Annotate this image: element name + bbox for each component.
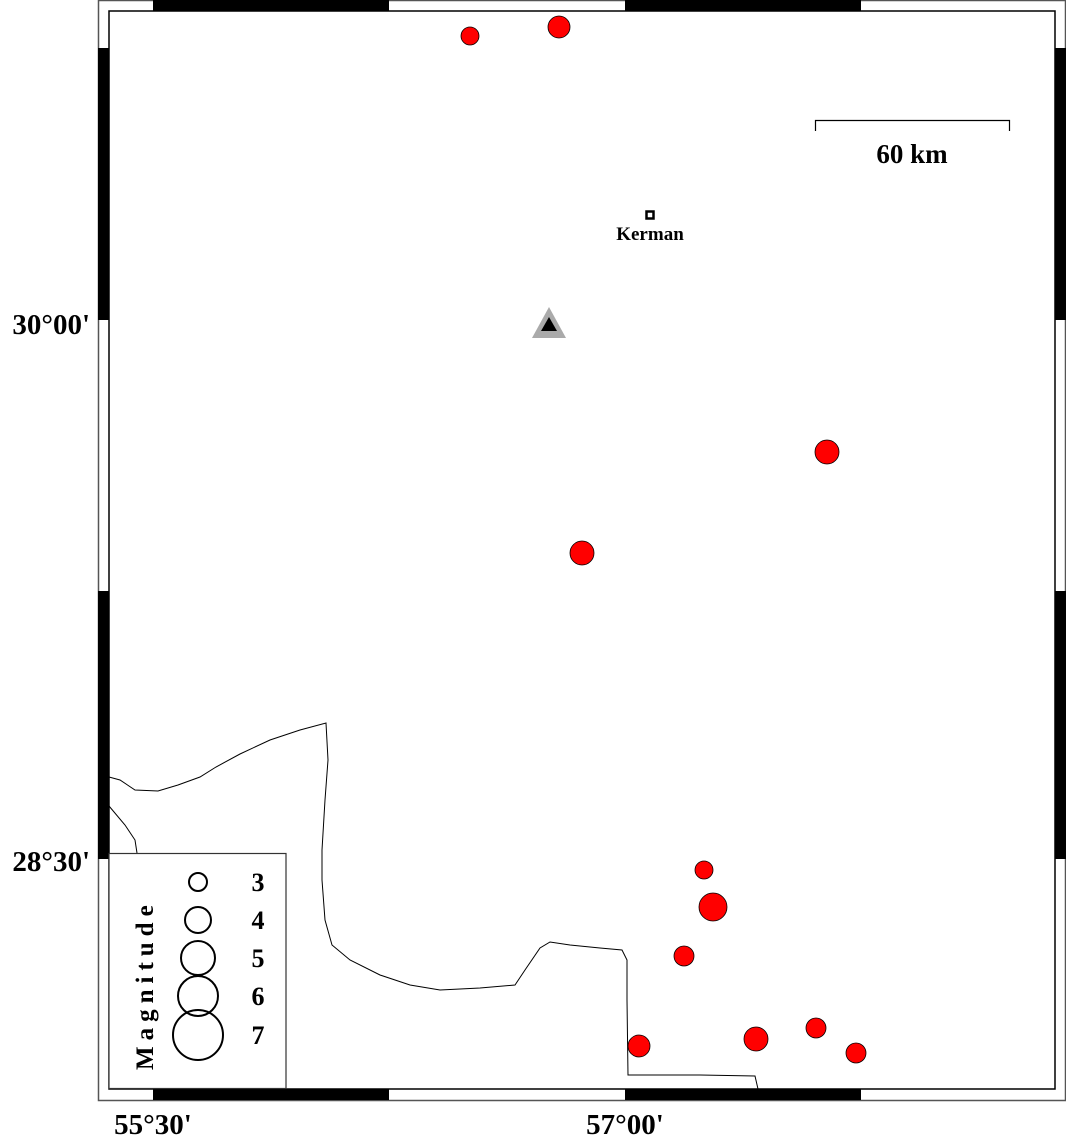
- legend-circle-icon: [172, 1009, 224, 1061]
- province-boundary: [108, 722, 759, 1090]
- earthquake-marker[interactable]: [805, 1017, 827, 1039]
- earthquake-marker[interactable]: [460, 26, 480, 46]
- station-marker[interactable]: [532, 307, 566, 338]
- city-label: Kerman: [616, 224, 684, 245]
- frame-ticks: [98, 0, 1066, 1100]
- earthquake-marker[interactable]: [627, 1034, 651, 1058]
- legend-label: 3: [252, 868, 265, 897]
- triangle-station-inner-icon: [541, 317, 557, 331]
- earthquake-marker[interactable]: [698, 892, 728, 922]
- lat-label-30-00: 30°00': [12, 309, 90, 341]
- earthquake-layer: [460, 15, 867, 1064]
- province-boundary-west: [108, 805, 138, 854]
- earthquake-marker[interactable]: [814, 439, 840, 465]
- earthquake-marker[interactable]: [673, 945, 695, 967]
- magnitude-legend: Magnitude 3 4 5 6 7: [108, 852, 287, 1090]
- earthquake-marker[interactable]: [547, 15, 571, 39]
- legend-circle-icon: [184, 906, 212, 934]
- legend-title: Magnitude: [132, 899, 159, 1070]
- lon-label-57-00: 57°00': [586, 1109, 664, 1138]
- earthquake-marker[interactable]: [694, 860, 714, 880]
- legend-label: 5: [252, 944, 265, 973]
- earthquake-marker[interactable]: [743, 1026, 769, 1052]
- lat-label-28-30: 28°30': [12, 846, 90, 878]
- scale-bar: 60 km: [814, 119, 1011, 169]
- legend-label: 6: [252, 982, 265, 1011]
- square-marker-icon: [645, 210, 655, 220]
- city-kerman[interactable]: Kerman: [616, 210, 684, 246]
- scale-bar-label: 60 km: [876, 139, 948, 169]
- earthquake-marker[interactable]: [845, 1042, 867, 1064]
- legend-circle-icon: [188, 872, 208, 892]
- lon-label-55-30: 55°30': [114, 1109, 192, 1138]
- earthquake-marker[interactable]: [569, 540, 595, 566]
- legend-circle-icon: [177, 975, 219, 1017]
- legend-label: 4: [252, 906, 265, 935]
- legend-label: 7: [252, 1021, 265, 1050]
